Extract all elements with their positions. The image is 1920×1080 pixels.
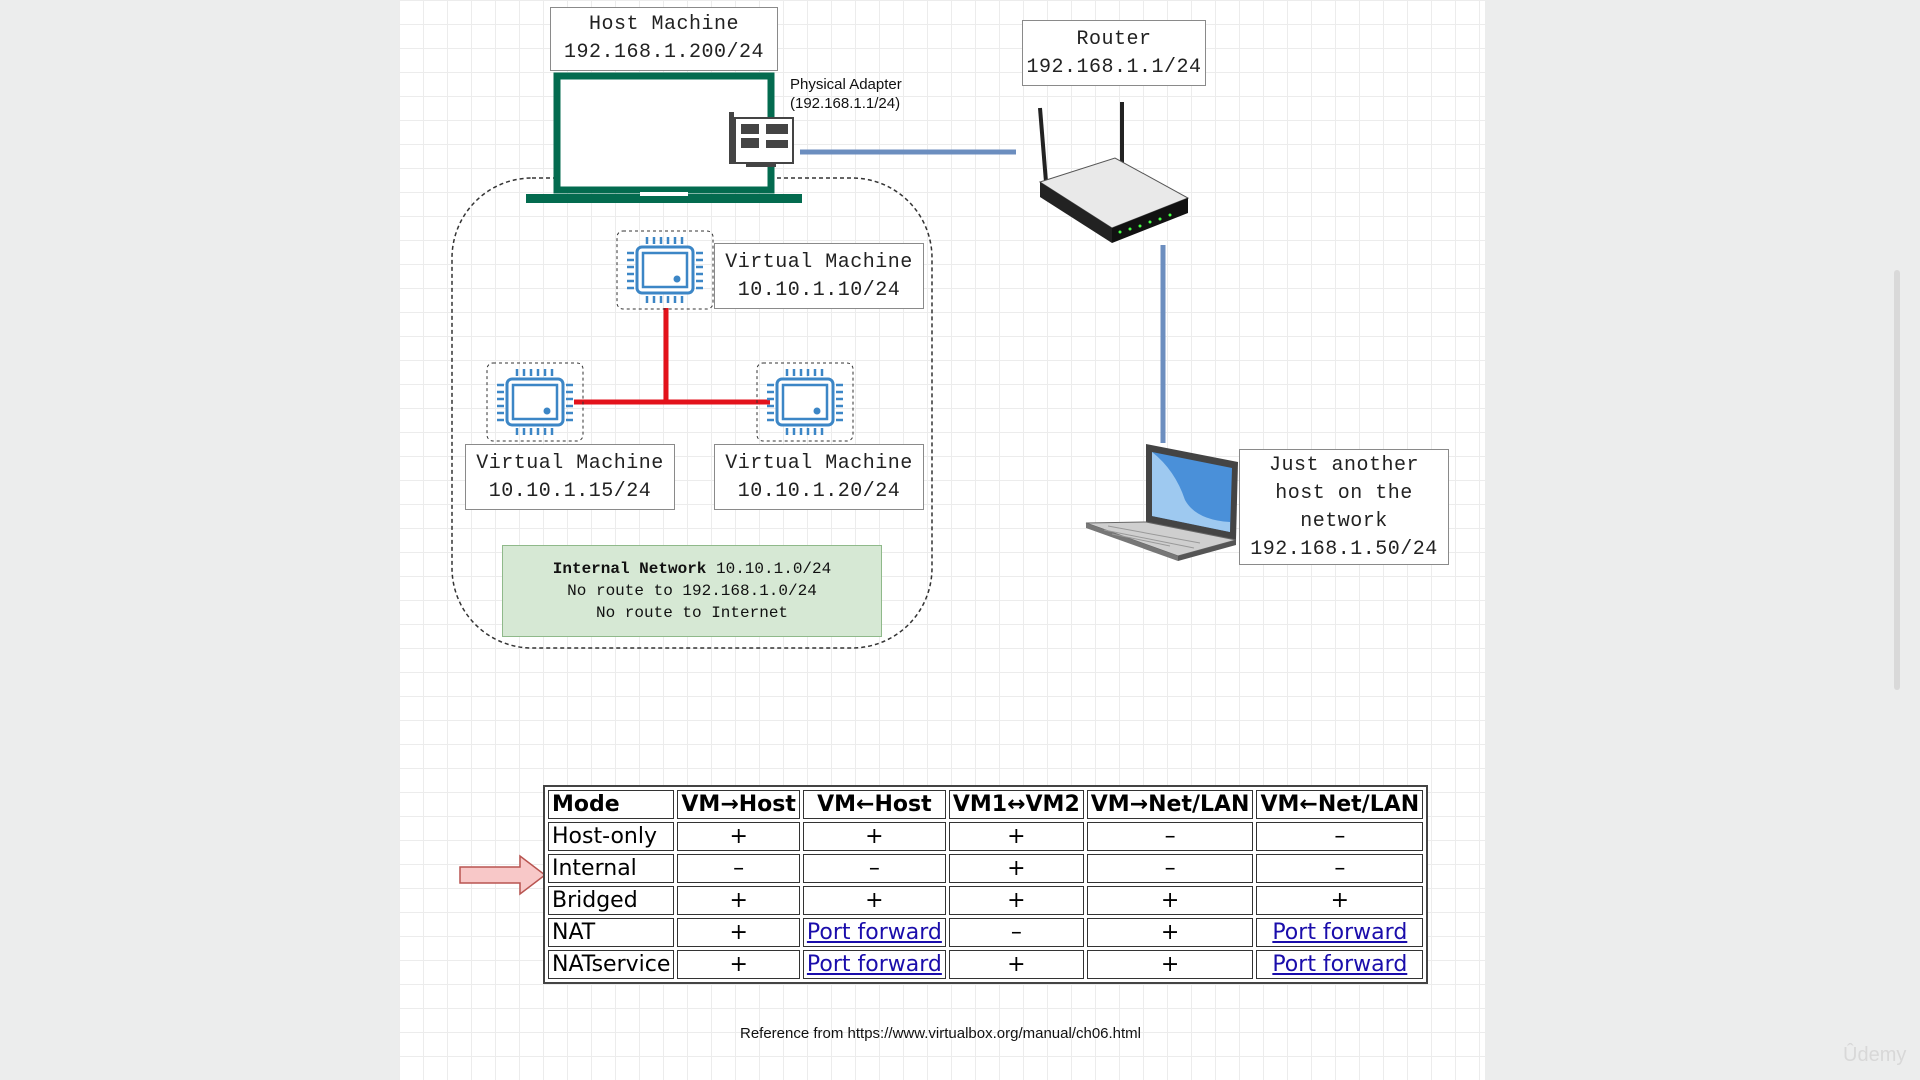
table-row: NAT + Port forward – + Port forward xyxy=(548,918,1424,947)
column-header: Mode xyxy=(548,790,675,819)
table-cell: + xyxy=(677,886,800,915)
table-cell: – xyxy=(677,854,800,883)
table-cell: + xyxy=(948,854,1084,883)
table-cell: + xyxy=(802,886,946,915)
table-cell: – xyxy=(802,854,946,883)
notebook-icon xyxy=(1085,444,1238,561)
vm-left-ip: 10.10.1.15/24 xyxy=(488,480,652,503)
table-cell: + xyxy=(1086,950,1254,979)
vm-right-ip: 10.10.1.20/24 xyxy=(737,480,901,503)
mode-cell: Bridged xyxy=(548,886,675,915)
table-cell: Port forward xyxy=(1256,950,1424,979)
table-row: Internal – – + – – xyxy=(548,854,1424,883)
vm-top-label: Virtual Machine 10.10.1.10/24 xyxy=(714,243,924,309)
cpu-chip-icon xyxy=(486,362,584,442)
router-icon xyxy=(1038,102,1190,243)
reference-text: Reference from https://www.virtualbox.or… xyxy=(740,1025,1142,1042)
physical-adapter-ip: (192.168.1.1/24) xyxy=(790,95,901,112)
physical-adapter-label: Physical Adapter (192.168.1.1/24) xyxy=(790,75,902,113)
networking-modes-table: Mode VM→Host VM←Host VM1↔VM2 VM→Net/LAN … xyxy=(543,785,1429,984)
table-cell: + xyxy=(1086,918,1254,947)
note-network: 10.10.1.0/24 xyxy=(716,560,832,578)
host-machine-title: Host Machine xyxy=(588,13,740,36)
note-label: Internal Network xyxy=(552,560,707,578)
router-ip: 192.168.1.1/24 xyxy=(1026,56,1202,79)
column-header: VM←Net/LAN xyxy=(1256,790,1424,819)
host-machine-label: Host Machine 192.168.1.200/24 xyxy=(550,7,778,71)
table-cell: – xyxy=(1086,854,1254,883)
internal-network-note: Internal Network 10.10.1.0/24 No route t… xyxy=(502,545,882,637)
port-forward-link[interactable]: Port forward xyxy=(806,952,942,977)
scrollbar[interactable] xyxy=(1894,270,1900,690)
table-cell: + xyxy=(802,822,946,851)
port-forward-link[interactable]: Port forward xyxy=(806,920,942,945)
table-cell: + xyxy=(677,918,800,947)
other-host-label: Just another host on the network 192.168… xyxy=(1239,449,1449,565)
table-cell: + xyxy=(677,950,800,979)
table-cell: + xyxy=(677,822,800,851)
cpu-chip-icon xyxy=(616,230,714,310)
column-header: VM←Host xyxy=(802,790,946,819)
vm-right-label: Virtual Machine 10.10.1.20/24 xyxy=(714,444,924,510)
column-header: VM→Host xyxy=(677,790,800,819)
table-cell: – xyxy=(1256,822,1424,851)
table-row: Bridged + + + + + xyxy=(548,886,1424,915)
vm-left-label: Virtual Machine 10.10.1.15/24 xyxy=(465,444,675,510)
table-row: NATservice + Port forward + + Port forwa… xyxy=(548,950,1424,979)
column-header: VM→Net/LAN xyxy=(1086,790,1254,819)
port-forward-link[interactable]: Port forward xyxy=(1272,920,1408,945)
mode-cell: Internal xyxy=(548,854,675,883)
table-cell: + xyxy=(1086,886,1254,915)
other-host-ip: 192.168.1.50/24 xyxy=(1250,538,1438,561)
cpu-chip-icon xyxy=(756,362,854,442)
physical-adapter-title: Physical Adapter xyxy=(790,76,902,93)
note-line2: No route to 192.168.1.0/24 xyxy=(567,582,817,600)
vm-left-title: Virtual Machine xyxy=(476,452,664,475)
table-cell: – xyxy=(948,918,1084,947)
table-cell: – xyxy=(1086,822,1254,851)
mode-cell: NAT xyxy=(548,918,675,947)
table-header-row: Mode VM→Host VM←Host VM1↔VM2 VM→Net/LAN … xyxy=(548,790,1424,819)
vm-top-ip: 10.10.1.10/24 xyxy=(737,279,901,302)
vm-link xyxy=(574,308,770,405)
other-host-line3: network xyxy=(1300,510,1388,533)
table-cell: Port forward xyxy=(802,918,946,947)
table-row: Host-only + + + – – xyxy=(548,822,1424,851)
udemy-watermark: Ûdemy xyxy=(1843,1044,1907,1066)
table-cell: Port forward xyxy=(802,950,946,979)
network-card-icon xyxy=(729,112,794,167)
table-cell: – xyxy=(1256,854,1424,883)
note-line3: No route to Internet xyxy=(595,604,789,622)
other-host-line2: host on the xyxy=(1275,482,1413,505)
table-cell: Port forward xyxy=(1256,918,1424,947)
vm-right-title: Virtual Machine xyxy=(725,452,913,475)
other-host-line1: Just another xyxy=(1268,454,1420,477)
note-line1: Internal Network 10.10.1.0/24 xyxy=(503,558,881,580)
vm-top-title: Virtual Machine xyxy=(725,251,913,274)
table-cell: + xyxy=(948,950,1084,979)
table-cell: + xyxy=(948,886,1084,915)
router-label: Router 192.168.1.1/24 xyxy=(1022,20,1206,86)
arrow-right-icon xyxy=(459,854,547,896)
mode-cell: NATservice xyxy=(548,950,675,979)
port-forward-link[interactable]: Port forward xyxy=(1272,952,1408,977)
router-title: Router xyxy=(1076,28,1152,51)
table-cell: + xyxy=(1256,886,1424,915)
mode-cell: Host-only xyxy=(548,822,675,851)
host-machine-ip: 192.168.1.200/24 xyxy=(563,41,765,64)
table-cell: + xyxy=(948,822,1084,851)
column-header: VM1↔VM2 xyxy=(948,790,1084,819)
